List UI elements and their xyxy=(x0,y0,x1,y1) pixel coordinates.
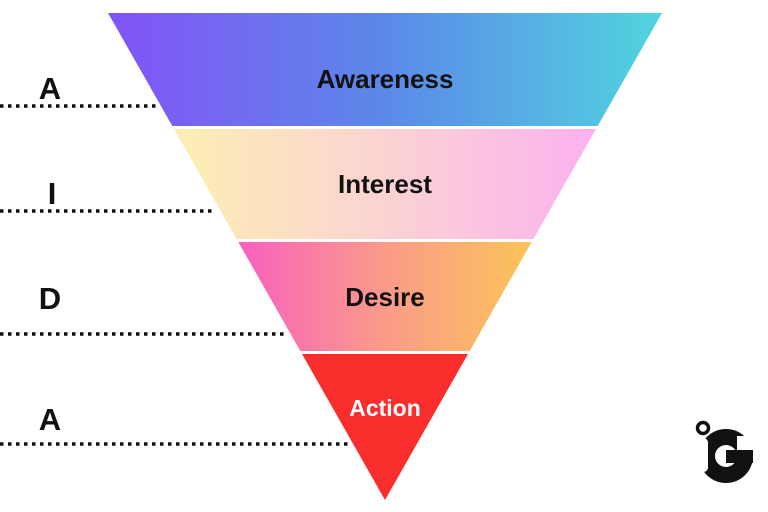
stage-initial-interest: I xyxy=(48,176,57,211)
stage-initial-awareness: A xyxy=(39,71,61,106)
segment-label-awareness: Awareness xyxy=(317,64,454,94)
funnel-segment-interest xyxy=(174,129,596,239)
funnel-segment-desire xyxy=(238,242,532,351)
funnel-segment-action xyxy=(302,354,468,500)
segment-label-interest: Interest xyxy=(338,169,432,199)
segment-label-action: Action xyxy=(349,395,421,421)
stage-initial-desire: D xyxy=(39,281,61,316)
segment-label-desire: Desire xyxy=(345,282,425,312)
ig-logo-icon xyxy=(695,420,756,483)
stage-initial-action: A xyxy=(39,402,61,437)
funnel-segment-awareness xyxy=(108,13,662,126)
